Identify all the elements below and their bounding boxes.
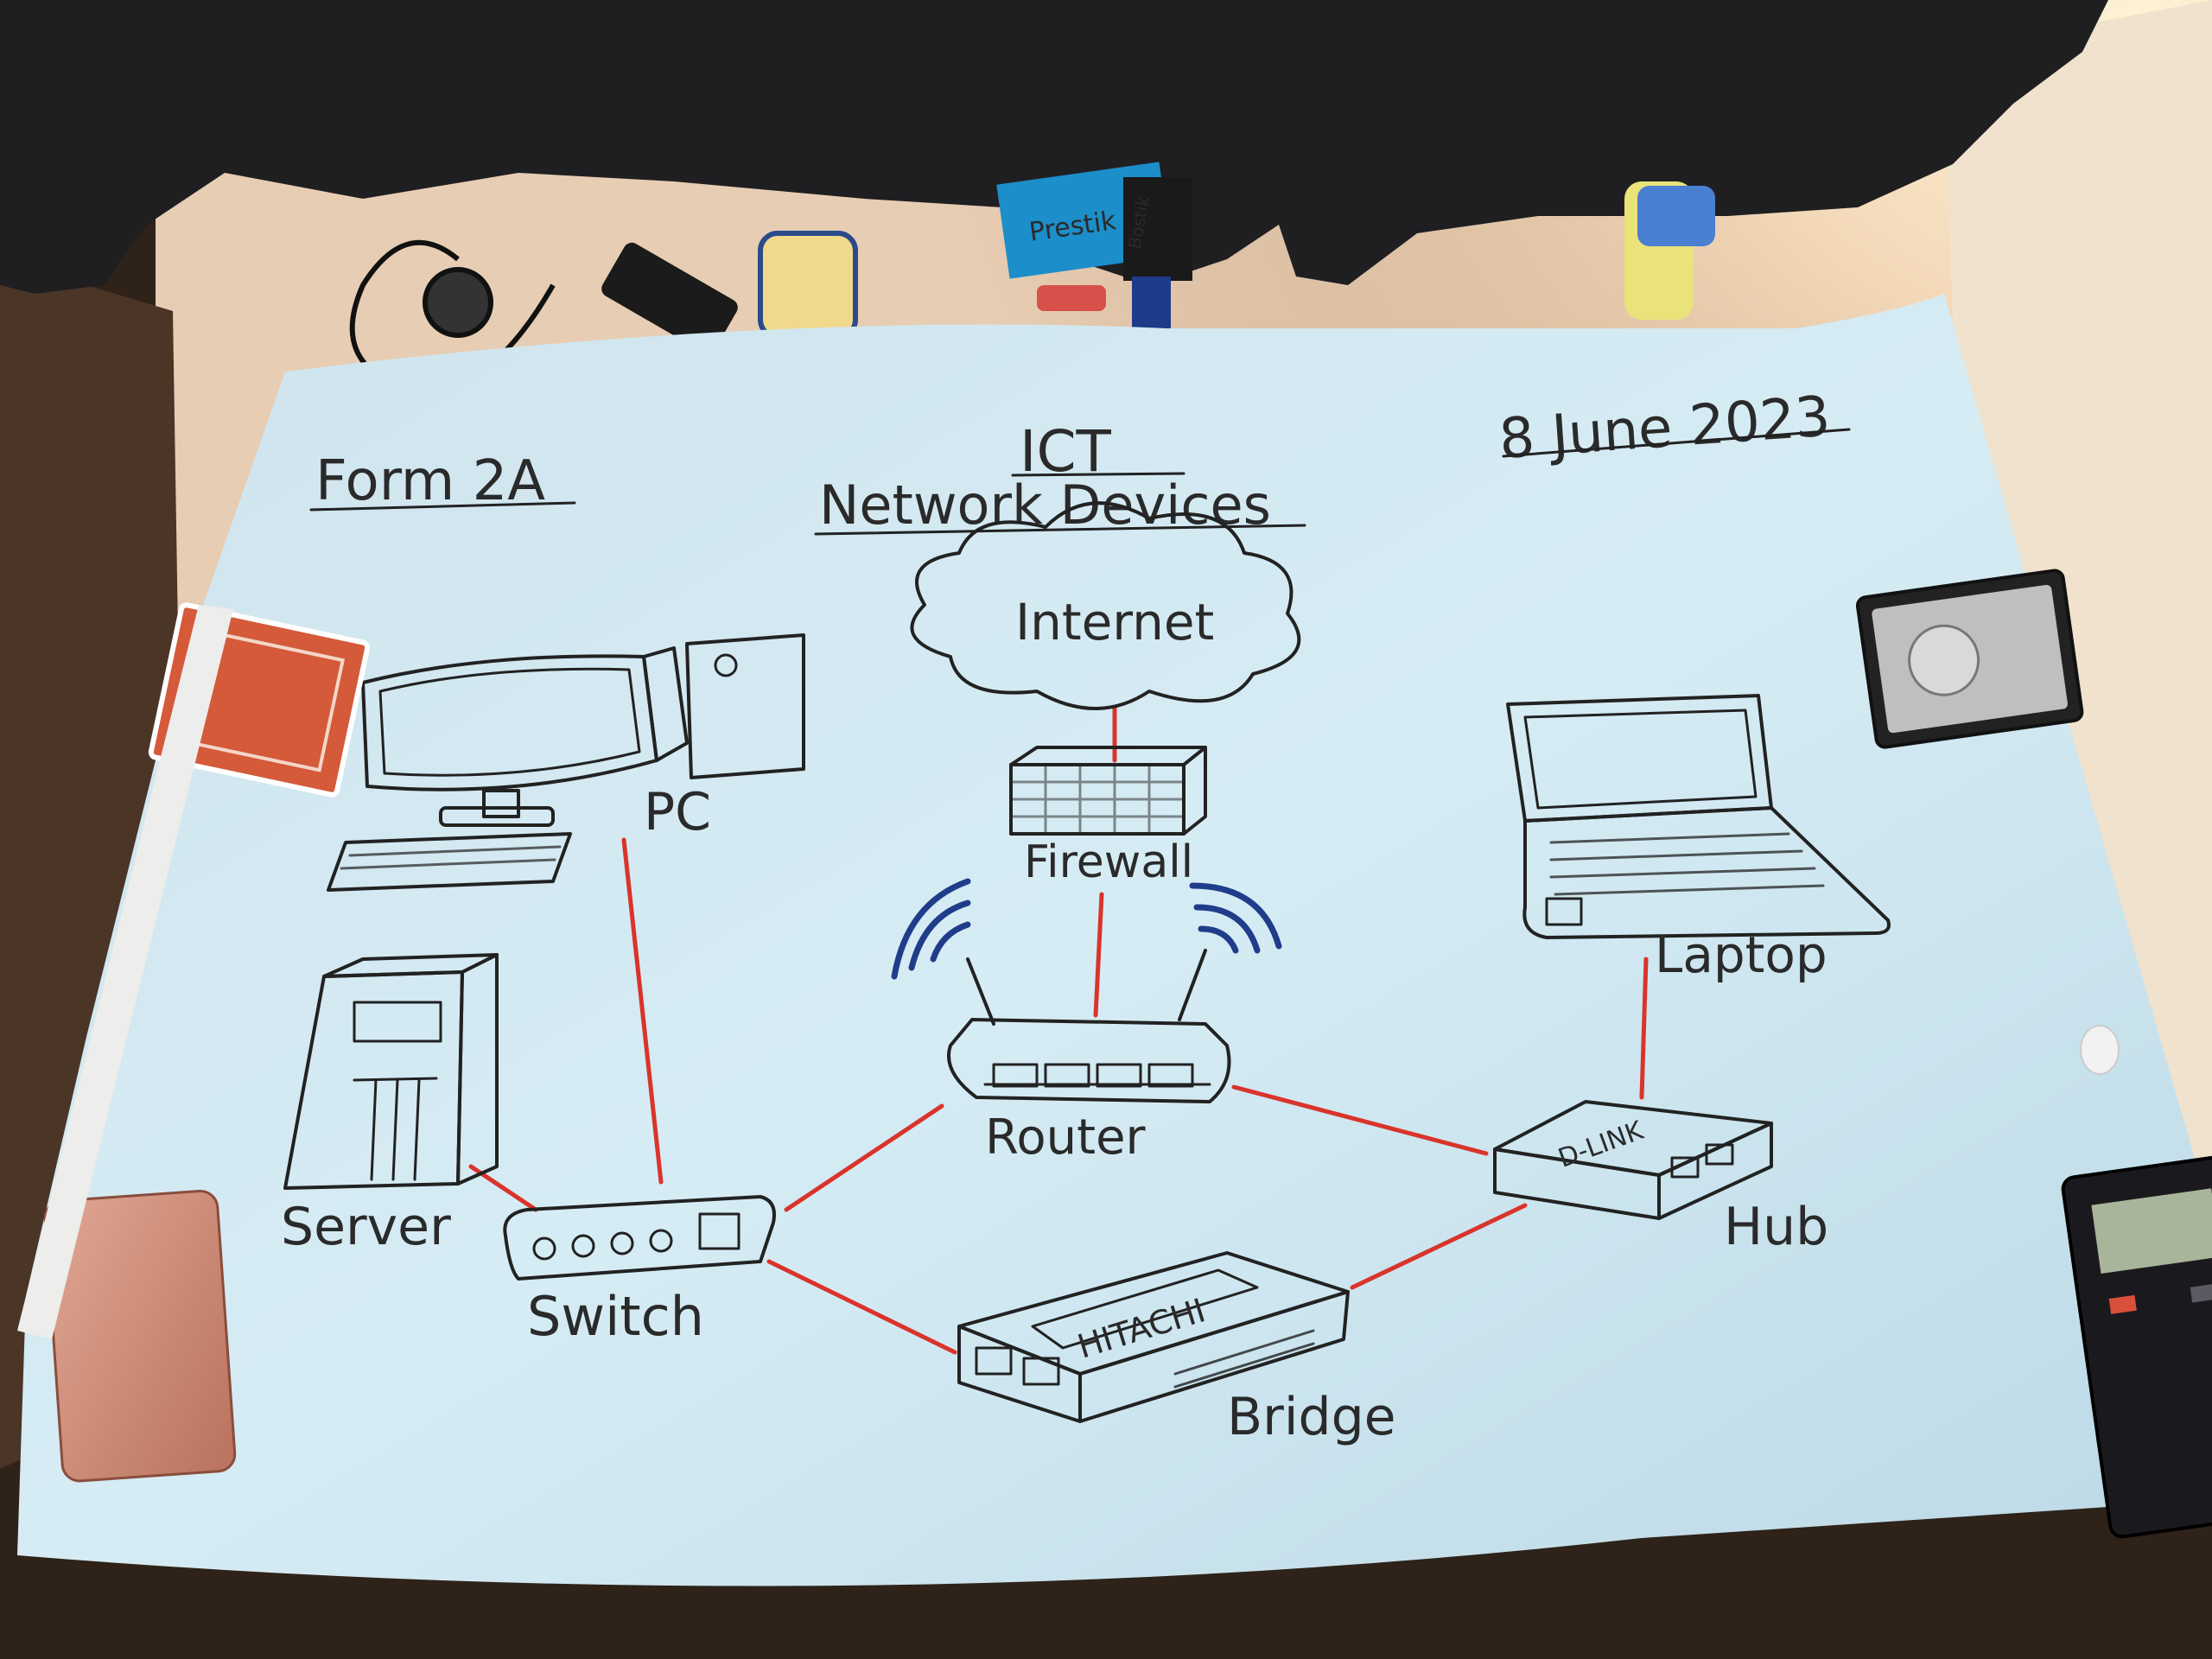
calculator: [2061, 1152, 2212, 1539]
internet-cloud: Internet: [910, 501, 1301, 710]
cloth: [0, 0, 2108, 294]
router-label: Router: [985, 1109, 1147, 1166]
usb-hub-icon: [601, 242, 738, 354]
tower-icon: [685, 633, 805, 779]
bridge-label: Bridge: [1227, 1387, 1396, 1447]
router-device: Router: [891, 878, 1282, 1166]
laptop-base-icon: [1522, 806, 1891, 939]
paper-roll: [17, 605, 233, 1339]
power-bank: [43, 1189, 237, 1483]
class-label: Form 2A: [315, 449, 545, 513]
connection-lines: [468, 706, 1649, 1355]
link-bridge-hub: [1350, 1203, 1528, 1290]
link-firewall-router: [1093, 892, 1104, 1018]
link-pc-switch: [621, 837, 664, 1185]
link-laptop-hub: [1639, 957, 1649, 1100]
poster-paper: [17, 294, 2195, 1586]
server-label: Server: [281, 1197, 451, 1257]
internet-label: Internet: [1015, 593, 1214, 652]
server-device: Server: [281, 953, 499, 1257]
link-switch-router: [784, 1103, 944, 1212]
antenna-right: [1178, 949, 1207, 1021]
antenna-left: [966, 957, 995, 1026]
hub-label: Hub: [1724, 1197, 1828, 1257]
hard-drive: [1855, 569, 2084, 749]
watch-icon: [423, 267, 493, 338]
link-switch-bridge: [766, 1259, 957, 1355]
glue-cap-icon: [1637, 186, 1715, 246]
pencil-sharpener-icon: [1037, 285, 1106, 311]
link-router-hub: [1231, 1084, 1489, 1156]
laptop-device: Laptop: [1506, 694, 1891, 984]
firewall-label: Firewall: [1024, 836, 1193, 888]
wifi-wave-icon: [930, 921, 971, 963]
eraser: [2080, 1025, 2120, 1075]
laptop-label: Laptop: [1655, 925, 1827, 984]
bostik-pack: [1123, 177, 1192, 281]
desk-items: Prestik Bostik: [349, 162, 1715, 394]
foreground-objects: [17, 569, 2212, 1539]
switch-device: Switch: [503, 1195, 776, 1348]
firewall-device: Firewall: [1009, 746, 1207, 888]
switch-label: Switch: [527, 1285, 704, 1348]
keyboard-icon: [327, 832, 572, 892]
pc-label: PC: [644, 782, 711, 842]
jar-icon: [758, 231, 858, 340]
pc-device: PC: [327, 633, 805, 892]
